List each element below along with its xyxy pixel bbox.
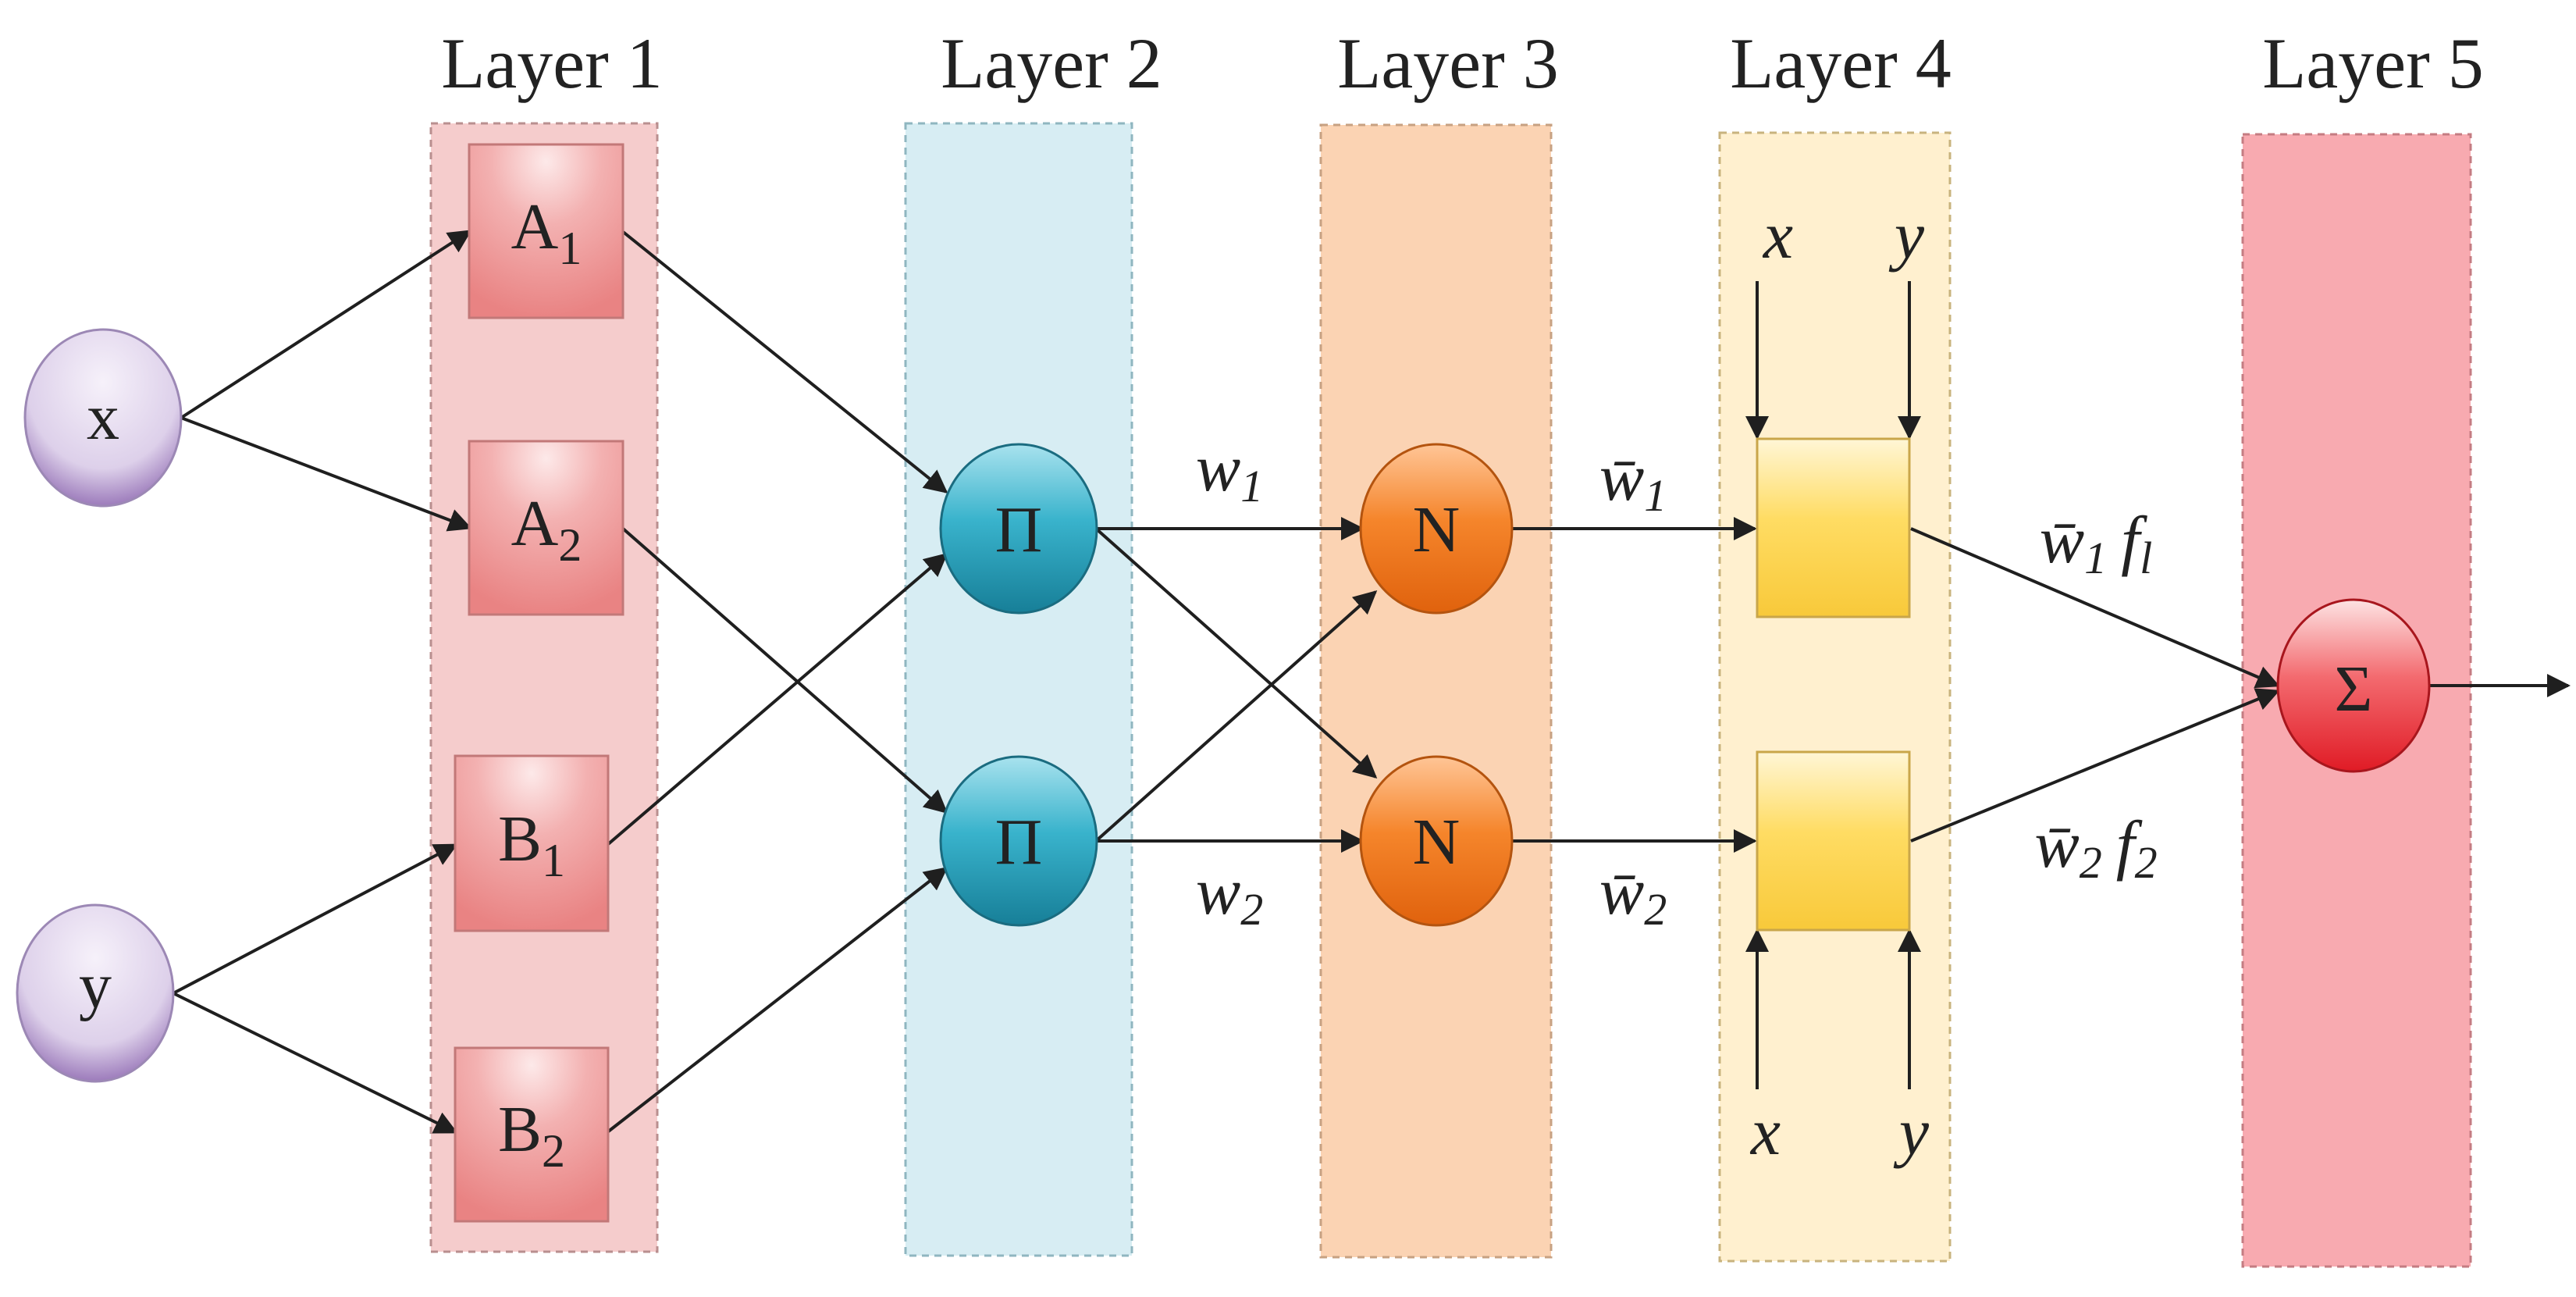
edge-a2-p2 <box>621 526 948 814</box>
input-node-x: x <box>23 328 183 508</box>
input-node-y: y <box>16 903 175 1083</box>
product-1-label: Π <box>995 494 1043 566</box>
a2-sub: 2 <box>558 519 582 571</box>
l4-bottom-y-label: y <box>1893 1094 1930 1169</box>
label-wbar2: w̄2 <box>1599 853 1667 935</box>
l4-top-x-label: x <box>1762 198 1793 273</box>
l4-top-y-label: y <box>1888 198 1925 273</box>
edge-b1-p1 <box>606 553 948 846</box>
layer4-node-1 <box>1756 437 1911 618</box>
layer-1-title: Layer 1 <box>441 23 663 103</box>
norm-1-label: N <box>1413 494 1461 566</box>
label-wbar1: w̄1 <box>1599 440 1667 521</box>
edge-p1-n2 <box>1094 527 1378 779</box>
b1-letter: B <box>498 803 542 875</box>
edge-l4b-sum <box>1910 688 2280 843</box>
membership-node-a1: A1 <box>468 143 624 319</box>
layer-3-band <box>1319 123 1553 1259</box>
edge-y-b2 <box>173 992 458 1134</box>
layer-3-title: Layer 3 <box>1337 23 1559 103</box>
input-x-label: x <box>87 381 119 454</box>
l4-bottom-x-label: x <box>1749 1094 1781 1169</box>
layer-4-title: Layer 4 <box>1730 23 1952 103</box>
edge-x-a1 <box>180 230 472 419</box>
b1-sub: 1 <box>542 835 565 886</box>
a2-letter: A <box>511 487 559 560</box>
membership-node-b1: B1 <box>454 754 610 932</box>
svg-text:A1: A1 <box>511 191 582 274</box>
sum-label: Σ <box>2335 653 2373 725</box>
a1-letter: A <box>511 191 559 263</box>
layer4-node-2 <box>1756 750 1911 932</box>
norm-2-label: N <box>1413 806 1461 878</box>
edge-a1-p1 <box>621 230 948 494</box>
edge-p2-n1 <box>1094 590 1378 843</box>
product-2-label: Π <box>995 806 1043 878</box>
norm-node-1: N <box>1359 443 1514 615</box>
sum-node: Σ <box>2276 598 2431 773</box>
b2-letter: B <box>498 1093 542 1166</box>
b2-sub: 2 <box>542 1125 565 1177</box>
layer-5-title: Layer 5 <box>2262 23 2484 103</box>
a1-sub: 1 <box>558 223 582 274</box>
label-w2: w2 <box>1196 853 1263 935</box>
edge-l4a-sum <box>1910 527 2280 689</box>
membership-node-a2: A2 <box>468 440 624 616</box>
layer-2-title: Layer 2 <box>941 23 1162 103</box>
svg-text:B2: B2 <box>498 1093 565 1177</box>
svg-text:A2: A2 <box>511 487 582 571</box>
product-node-2: Π <box>939 755 1098 927</box>
input-y-label: y <box>79 950 112 1022</box>
layer-2-band <box>904 122 1133 1257</box>
edge-x-a2 <box>180 416 472 532</box>
label-w1: w1 <box>1196 430 1263 511</box>
svg-text:B1: B1 <box>498 803 565 886</box>
norm-node-2: N <box>1359 755 1514 927</box>
layer-4-band <box>1718 131 1952 1263</box>
edge-y-b1 <box>173 843 458 995</box>
membership-node-b2: B2 <box>454 1046 610 1223</box>
product-node-1: Π <box>939 443 1098 615</box>
edge-b2-p2 <box>606 867 948 1134</box>
